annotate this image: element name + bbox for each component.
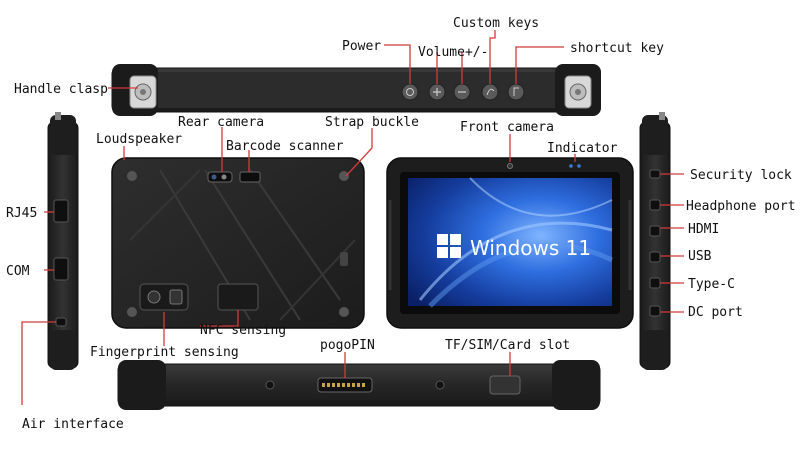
label-front-camera: Front camera [460, 120, 554, 135]
label-com: COM [6, 264, 30, 279]
label-nfc-sensing: NFC sensing [200, 323, 286, 338]
handle-clasp-left-icon [129, 75, 157, 109]
label-usb: USB [688, 249, 712, 264]
label-dc-port: DC port [688, 305, 743, 320]
label-hdmi: HDMI [688, 222, 719, 237]
shortcut-key-button-icon [507, 83, 525, 101]
pogo-pin-connector-icon [317, 377, 373, 393]
label-shortcut-key: shortcut key [570, 41, 664, 56]
label-barcode-scanner: Barcode scanner [226, 139, 344, 154]
label-rear-camera: Rear camera [178, 115, 264, 130]
label-tf-sim-card-slot: TF/SIM/Card slot [445, 338, 570, 353]
fingerprint-sensor-icon [139, 283, 189, 311]
label-indicator: Indicator [547, 141, 618, 156]
top-view-device [111, 64, 601, 116]
label-custom-keys: Custom keys [453, 16, 539, 31]
os-name-text: Windows 11 [470, 236, 591, 260]
label-headphone-port: Headphone port [686, 199, 796, 214]
volume-down-button-icon [453, 83, 471, 101]
label-strap-buckle: Strap buckle [325, 115, 419, 130]
right-side-view-device [639, 112, 671, 370]
label-pogopin: pogoPIN [320, 338, 375, 353]
bottom-view-device [117, 360, 601, 410]
custom-key-button-icon [481, 83, 499, 101]
label-power: Power [342, 39, 381, 54]
volume-up-button-icon [428, 83, 446, 101]
windows-logo-icon [437, 234, 461, 258]
label-security-lock: Security lock [690, 168, 792, 183]
left-side-view-device [47, 112, 79, 370]
label-handle-clasp: Handle clasp [14, 82, 108, 97]
power-button-icon [401, 83, 419, 101]
label-loudspeaker: Loudspeaker [96, 132, 182, 147]
label-rj45: RJ45 [6, 206, 37, 221]
label-type-c: Type-C [688, 277, 735, 292]
label-fingerprint-sensing: Fingerprint sensing [90, 345, 239, 360]
leader-lines [21, 30, 684, 405]
card-slot-cover [489, 375, 521, 395]
label-air-interface: Air interface [22, 417, 124, 432]
front-view-device: Windows 11 [386, 157, 634, 329]
label-volume: Volume+/- [418, 45, 488, 60]
handle-clasp-right-icon [564, 75, 592, 109]
back-view-device [111, 157, 365, 329]
